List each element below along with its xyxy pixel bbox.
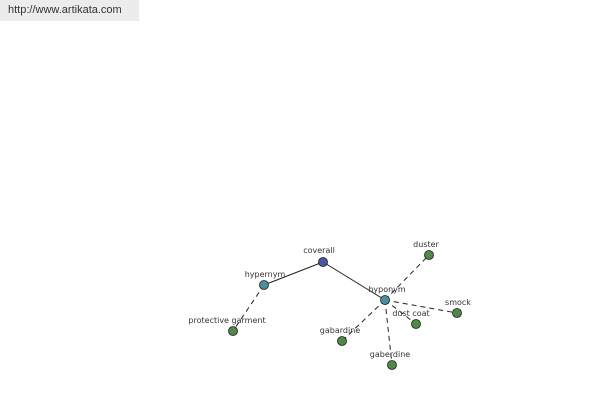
edge-coverall-hyponym (322, 261, 386, 301)
node-gaberdine-dot[interactable] (387, 360, 397, 370)
node-smock-label: smock (445, 298, 471, 307)
edge-hyponym-dust-coat (384, 299, 417, 325)
source-url[interactable]: http://www.artikata.com (0, 0, 139, 21)
node-smock[interactable]: smock (445, 298, 471, 318)
node-duster-dot[interactable] (424, 250, 434, 260)
node-smock-dot[interactable] (452, 308, 462, 318)
edge-hyponym-gabardine (341, 299, 386, 342)
node-gabardine-label: gabardine (320, 326, 360, 335)
node-protective-garment-dot[interactable] (228, 326, 238, 336)
node-protective-garment-label: protective garment (188, 316, 265, 325)
node-protective-garment[interactable]: protective garment (188, 316, 266, 336)
edge-hyponym-smock (384, 299, 458, 314)
node-dust-coat[interactable]: dust coat (392, 309, 430, 329)
node-hyponym-dot[interactable] (380, 295, 390, 305)
node-hypernym-dot[interactable] (259, 280, 269, 290)
node-duster-label: duster (413, 240, 439, 249)
node-gaberdine-label: gaberdine (370, 350, 411, 359)
node-coverall-label: coverall (303, 246, 335, 255)
node-dust-coat-dot[interactable] (411, 319, 421, 329)
node-hyponym[interactable]: hyponym (368, 285, 406, 305)
node-hyponym-label: hyponym (368, 285, 406, 294)
node-hypernym[interactable]: hypernym (245, 270, 286, 290)
edge-hyponym-gaberdine (384, 299, 393, 366)
edges-layer (232, 254, 458, 366)
edge-hyponym-duster (384, 254, 430, 301)
node-duster[interactable]: duster (413, 240, 440, 260)
node-gaberdine[interactable]: gaberdine (370, 350, 411, 370)
node-coverall[interactable]: coverall (303, 246, 335, 267)
node-hypernym-label: hypernym (245, 270, 286, 279)
nodes-layer: coverall hypernym hyponym protective garmen… (188, 240, 471, 370)
node-gabardine[interactable]: gabardine (320, 326, 360, 346)
node-coverall-dot[interactable] (318, 257, 328, 267)
edge-coverall-hypernym (263, 261, 324, 286)
node-gabardine-dot[interactable] (337, 336, 347, 346)
node-dust-coat-label: dust coat (392, 309, 429, 318)
edge-hypernym-protective-garment (232, 284, 265, 332)
